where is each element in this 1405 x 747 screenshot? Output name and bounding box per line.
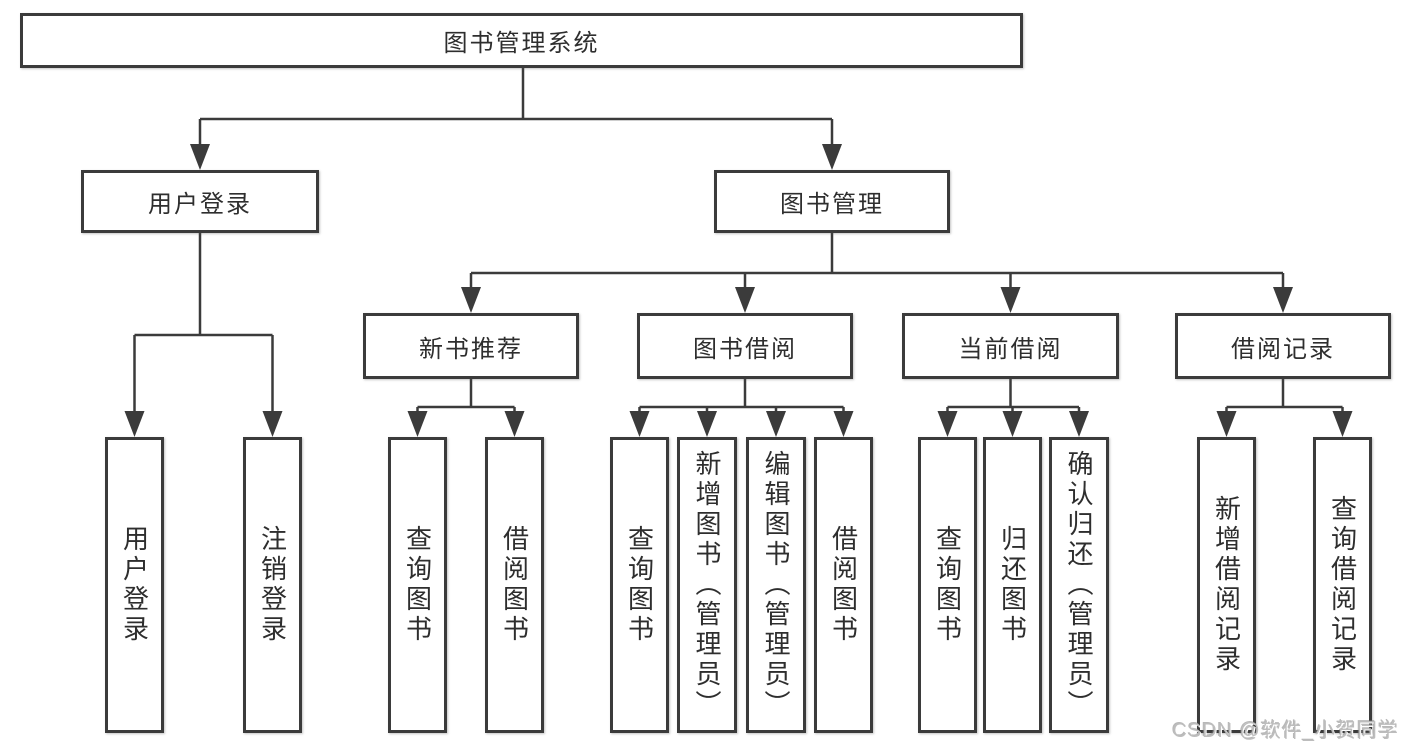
arrow-down-icon xyxy=(833,411,854,437)
leaf-query-books-recommend: 查询图书 xyxy=(388,437,447,733)
node-book-management: 图书管理 xyxy=(714,170,950,233)
arrow-down-icon xyxy=(937,411,958,437)
arrow-down-icon xyxy=(1002,411,1023,437)
arrow-down-icon xyxy=(697,411,717,437)
leaf-borrow-books-borrowing: 借阅图书 xyxy=(814,437,873,733)
leaf-add-borrow-record: 新增借阅记录 xyxy=(1197,437,1256,733)
node-new-book-recommendation: 新书推荐 xyxy=(363,313,579,379)
node-book-borrowing: 图书借阅 xyxy=(637,313,853,379)
leaf-add-book-admin: 新增图书（管理员） xyxy=(677,437,737,733)
arrow-down-icon xyxy=(1000,287,1021,313)
arrow-down-icon xyxy=(735,287,755,313)
node-user-login: 用户登录 xyxy=(81,170,319,233)
arrow-down-icon xyxy=(124,411,145,437)
leaf-return-books: 归还图书 xyxy=(983,437,1042,733)
node-borrow-records: 借阅记录 xyxy=(1175,313,1391,379)
arrow-down-icon xyxy=(766,411,786,437)
csdn-watermark: CSDN @软件_小贺同学 xyxy=(1172,720,1399,742)
leaf-borrow-books-recommend: 借阅图书 xyxy=(485,437,544,733)
arrow-down-icon xyxy=(629,411,650,437)
arrow-down-icon xyxy=(1332,411,1353,437)
arrowheads xyxy=(124,144,1353,437)
leaf-logout: 注销登录 xyxy=(243,437,302,733)
arrow-down-icon xyxy=(504,411,525,437)
leaf-user-login: 用户登录 xyxy=(105,437,164,733)
arrow-down-icon xyxy=(1273,287,1293,313)
arrow-down-icon xyxy=(262,411,283,437)
leaf-query-books-current: 查询图书 xyxy=(918,437,977,733)
node-current-borrowing: 当前借阅 xyxy=(902,313,1119,379)
arrow-down-icon xyxy=(1069,411,1089,437)
arrow-down-icon xyxy=(461,287,481,313)
node-root-library-system: 图书管理系统 xyxy=(20,13,1023,68)
arrow-down-icon xyxy=(190,144,210,170)
arrow-down-icon xyxy=(407,411,428,437)
leaf-query-borrow-record: 查询借阅记录 xyxy=(1313,437,1372,733)
leaf-query-books-borrowing: 查询图书 xyxy=(610,437,669,733)
arrow-down-icon xyxy=(822,144,842,170)
leaf-confirm-return-admin: 确认归还（管理员） xyxy=(1049,437,1109,733)
arrow-down-icon xyxy=(1216,411,1237,437)
leaf-edit-book-admin: 编辑图书（管理员） xyxy=(746,437,806,733)
